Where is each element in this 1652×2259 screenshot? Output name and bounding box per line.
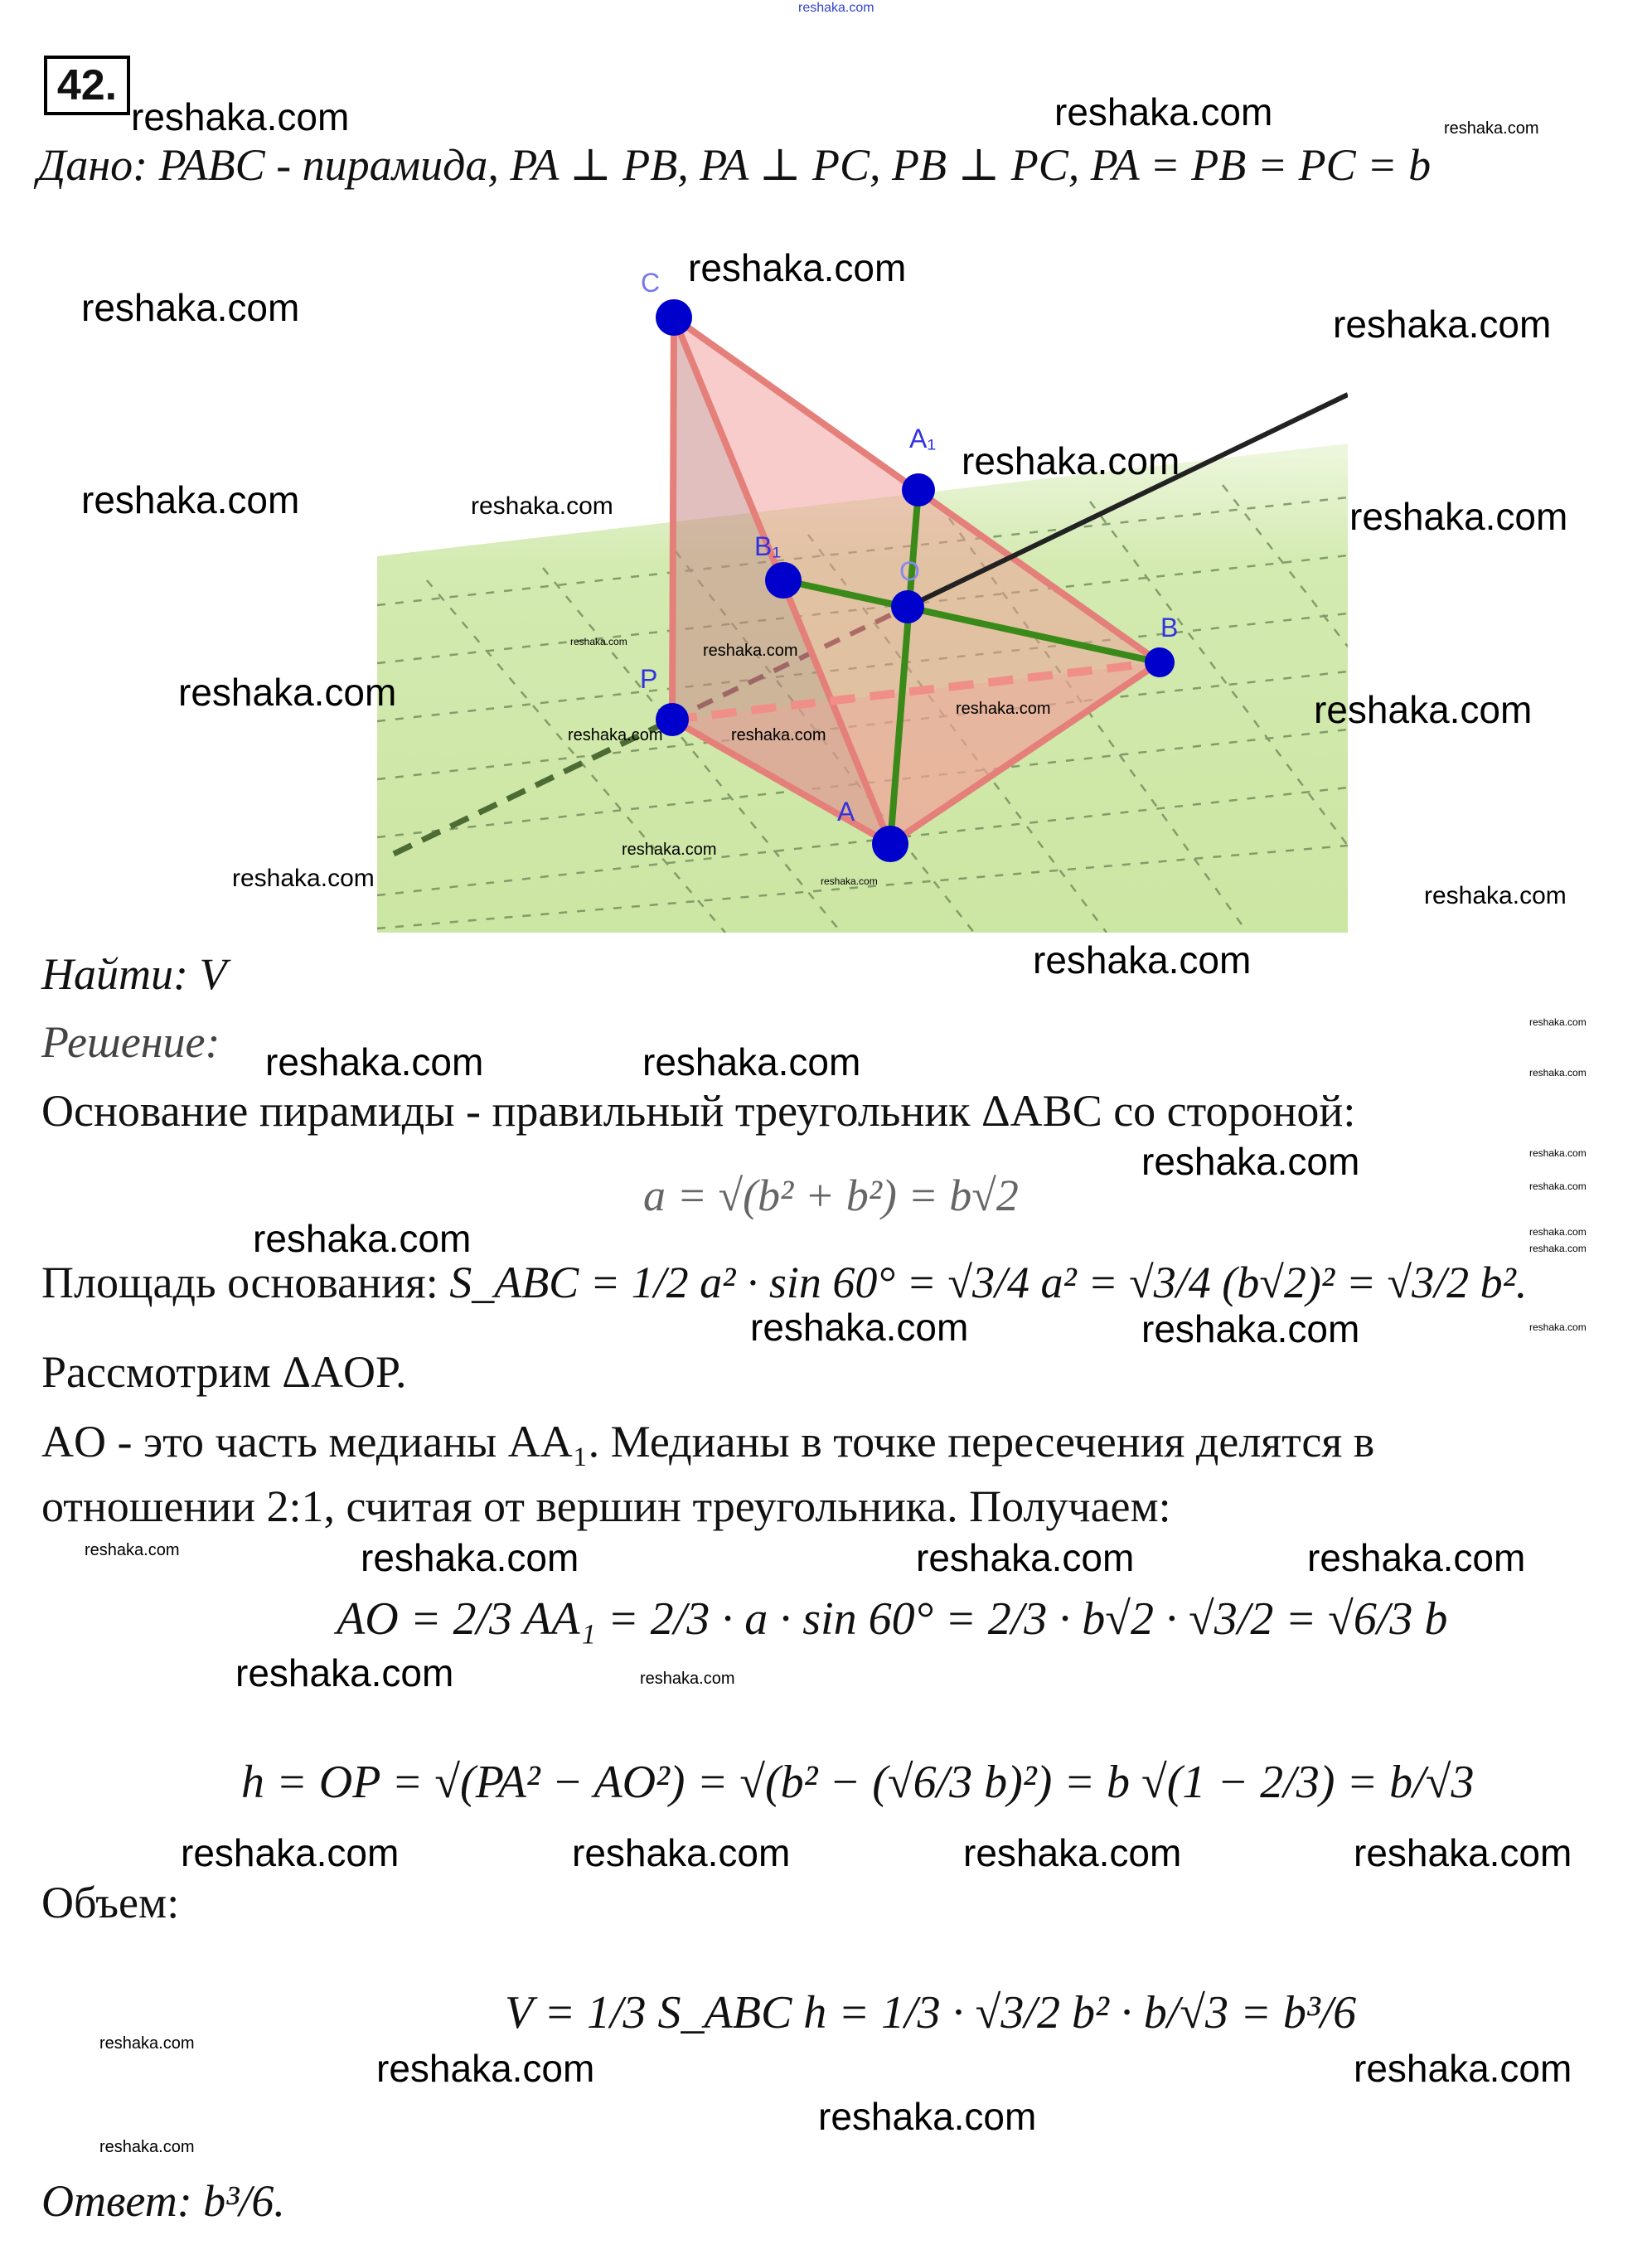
watermark: reshaka.com — [1529, 1067, 1587, 1079]
watermark: reshaka.com — [1141, 1140, 1360, 1183]
watermark: reshaka.com — [1349, 495, 1568, 538]
watermark: reshaka.com — [81, 478, 300, 521]
given-line: Дано: PABC - пирамида, PA ⊥ PB, PA ⊥ PC,… — [37, 143, 1431, 187]
watermark: reshaka.com — [956, 700, 1051, 718]
watermark: reshaka.com — [99, 2138, 195, 2156]
watermark: reshaka.com — [1529, 1147, 1587, 1159]
answer-line: Ответ: b³/6. — [41, 2179, 285, 2223]
watermark: reshaka.com — [642, 1040, 861, 1083]
watermark: reshaka.com — [1354, 1831, 1572, 1874]
watermark: reshaka.com — [1424, 882, 1567, 909]
base-text: Основание пирамиды - правильный треуголь… — [41, 1086, 1356, 1136]
watermark: reshaka.com — [361, 1536, 579, 1579]
watermark: reshaka.com — [1333, 303, 1552, 346]
watermark: reshaka.com — [572, 1831, 791, 1874]
watermark: reshaka.com — [622, 841, 717, 859]
watermark: reshaka.com — [570, 636, 627, 647]
watermark: reshaka.com — [821, 875, 878, 887]
watermark: reshaka.com — [178, 671, 397, 714]
watermark: reshaka.com — [1354, 2047, 1572, 2090]
label-p: P — [640, 664, 657, 694]
watermark: reshaka.com — [232, 865, 375, 892]
points — [656, 299, 1175, 862]
a-formula: a = √(b² + b²) = b√2 — [643, 1171, 1019, 1220]
point-a — [872, 826, 908, 862]
answer-label: Ответ — [41, 2176, 177, 2226]
watermark: reshaka.com — [1444, 119, 1539, 138]
watermark: reshaka.com — [1529, 1321, 1587, 1333]
watermark: reshaka.com — [376, 2047, 595, 2090]
watermark: reshaka.com — [688, 246, 907, 289]
watermark: reshaka.com — [1314, 688, 1533, 731]
point-o — [891, 590, 924, 623]
watermark: reshaka.com — [81, 286, 300, 329]
watermark: reshaka.com — [1033, 938, 1252, 982]
label-b1: B₁ — [754, 531, 781, 561]
point-p — [656, 703, 689, 736]
point-c — [656, 299, 692, 336]
volume-label: Объем: — [41, 1878, 180, 1927]
ao-text-2: отношении 2:1, считая от вершин треуголь… — [41, 1481, 1171, 1531]
watermark: reshaka.com — [703, 642, 798, 660]
v-formula: V = 1/3 S_ABC h = 1/3 · √3/2 b² · b/√3 =… — [505, 1987, 1357, 2038]
point-b — [1145, 647, 1175, 677]
watermark: reshaka.com — [818, 2095, 1037, 2138]
watermark: reshaka.com — [181, 1831, 400, 1874]
watermark: reshaka.com — [916, 1536, 1135, 1579]
ao-formula: AO = 2/3 AA₁ = 2/3 · a · sin 60° = 2/3 ·… — [337, 1593, 1448, 1645]
point-a1 — [902, 473, 935, 507]
area-formula: S_ABC = 1/2 a² · sin 60° = √3/4 a² = √3/… — [449, 1258, 1528, 1307]
given-text: : PABC - пирамида, PA ⊥ PB, PA ⊥ PC, PB … — [133, 140, 1432, 190]
area-line: Площадь основания: S_ABC = 1/2 a² · sin … — [41, 1260, 1527, 1305]
label-b: B — [1160, 613, 1178, 642]
given-label: Дано — [37, 140, 133, 190]
axis-dashed — [392, 716, 674, 857]
watermark: reshaka.com — [640, 1670, 735, 1688]
watermark: reshaka.com — [962, 439, 1180, 482]
pyramid-diagram: C A₁ B₁ O B P A — [376, 268, 1349, 933]
problem-number: 42. — [44, 56, 130, 115]
find-line: Найти: V — [41, 952, 226, 996]
watermark: reshaka.com — [963, 1831, 1182, 1874]
point-b1 — [765, 562, 802, 599]
watermark[interactable]: reshaka.com — [798, 1, 874, 15]
find-label: Найти — [41, 949, 173, 999]
pyramid-figure: C A₁ B₁ O B P A — [376, 249, 1349, 933]
solution-label: Решение: — [41, 1017, 220, 1067]
height-line — [906, 392, 1349, 609]
watermark: reshaka.com — [85, 1541, 180, 1559]
watermark: reshaka.com — [131, 95, 350, 138]
watermark: reshaka.com — [1529, 1226, 1587, 1238]
hidden-edge-pb — [671, 658, 1160, 724]
watermark: reshaka.com — [568, 726, 663, 744]
watermark: reshaka.com — [750, 1306, 969, 1349]
watermark: reshaka.com — [99, 2034, 195, 2053]
watermark: reshaka.com — [1141, 1307, 1360, 1350]
area-label: Площадь основания: — [41, 1258, 438, 1307]
watermark: reshaka.com — [1307, 1536, 1526, 1579]
watermark: reshaka.com — [1529, 1180, 1587, 1192]
watermark: reshaka.com — [1529, 1243, 1587, 1254]
watermark: reshaka.com — [265, 1040, 484, 1083]
medians — [782, 489, 1160, 845]
h-formula: h = OP = √(PA² − AO²) = √(b² − (√6/3 b)²… — [241, 1757, 1475, 1808]
watermark: reshaka.com — [471, 492, 613, 520]
label-o: O — [899, 556, 920, 586]
find-text: : V — [173, 949, 227, 999]
watermark: reshaka.com — [235, 1651, 454, 1694]
label-a: A — [837, 797, 855, 827]
face-cab — [674, 318, 1160, 844]
watermark: reshaka.com — [1054, 90, 1273, 133]
answer-value: : b³/6. — [177, 2176, 285, 2226]
watermark: reshaka.com — [253, 1217, 472, 1260]
watermark: reshaka.com — [1529, 1016, 1587, 1028]
ao-text-1: AO - это часть медианы AA₁. Медианы в то… — [41, 1417, 1375, 1466]
consider-text: Рассмотрим ΔAOP. — [41, 1347, 407, 1397]
label-c: C — [641, 268, 660, 298]
label-a1: A₁ — [909, 424, 936, 453]
watermark: reshaka.com — [731, 726, 826, 744]
